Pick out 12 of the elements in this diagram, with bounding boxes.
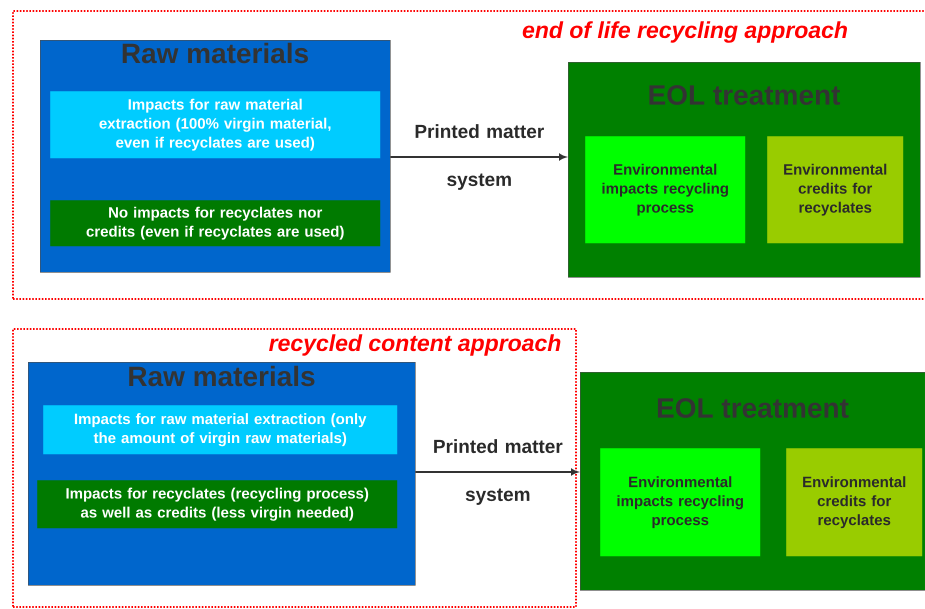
impact-box: Impacts for raw material extraction (only the amount of virgin raw materials) xyxy=(43,405,398,454)
impact-box: Environmental impacts recycling process xyxy=(585,136,746,244)
credit-box: Environmental credits for recyclates xyxy=(786,448,922,556)
impact-box: No impacts for recyclates nor credits (even if recyclates are used) xyxy=(50,200,380,246)
impact-box: Impacts for recyclates (recycling process) as well as credits (less virgin needed) xyxy=(37,480,398,528)
arrow xyxy=(390,154,566,160)
edge-label: Printed matter system xyxy=(416,124,544,190)
arrow xyxy=(416,468,578,476)
impact-box: Impacts for raw material extraction (100% virgin material, even if recyclates are used) xyxy=(50,91,380,158)
edge-label: Printed matter system xyxy=(434,439,562,505)
credit-box: Environmental credits for recyclates xyxy=(767,136,904,244)
impact-box: Environmental impacts recycling process xyxy=(600,448,760,556)
